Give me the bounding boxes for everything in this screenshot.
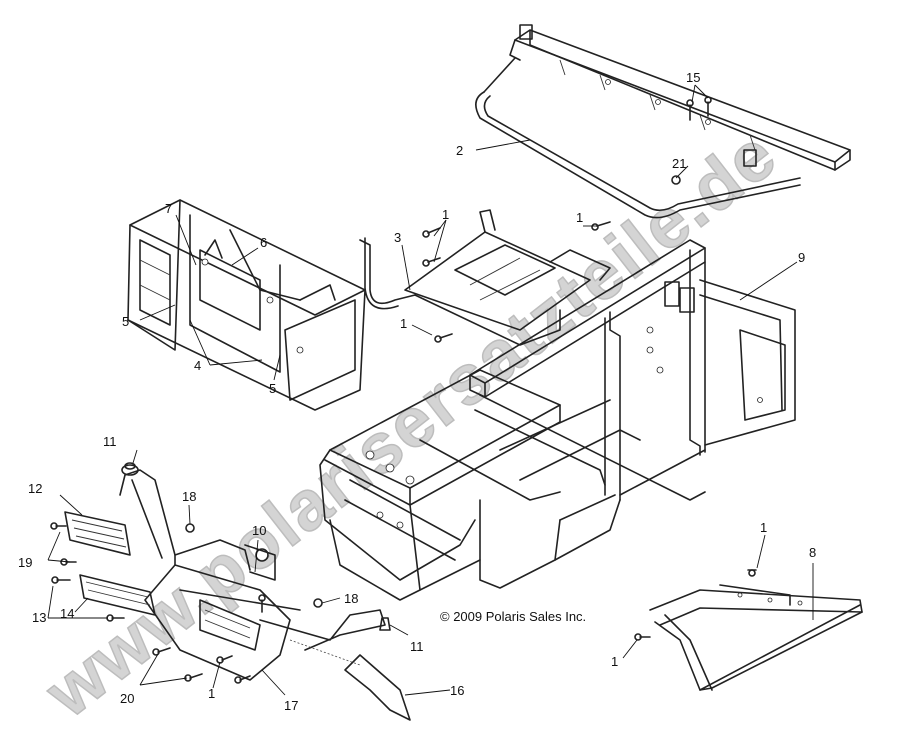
callout-3: 3 bbox=[394, 230, 401, 245]
callout-18-bottom: 18 bbox=[344, 591, 358, 606]
part-3-center-bracket[interactable] bbox=[359, 209, 611, 346]
part-9-main-frame[interactable] bbox=[319, 239, 796, 601]
callout-1-bumper: 1 bbox=[208, 686, 215, 701]
part-16-skid-plate[interactable] bbox=[289, 639, 411, 721]
callout-21: 21 bbox=[672, 156, 686, 171]
callout-11-top: 11 bbox=[103, 434, 117, 449]
fastener-bolts bbox=[50, 96, 757, 684]
callout-13: 13 bbox=[32, 610, 46, 625]
callout-7: 7 bbox=[165, 201, 172, 216]
callout-9: 9 bbox=[798, 250, 805, 265]
part-12-upper-grille[interactable] bbox=[64, 511, 131, 556]
part-11-plug-bottom[interactable] bbox=[379, 617, 391, 631]
callout-6: 6 bbox=[260, 235, 267, 250]
callout-19: 19 bbox=[18, 555, 32, 570]
callout-5-bottom: 5 bbox=[269, 381, 276, 396]
part-5-rear-bulkhead[interactable] bbox=[127, 199, 366, 411]
callout-16: 16 bbox=[450, 683, 464, 698]
callout-1-center-bottom: 1 bbox=[400, 316, 407, 331]
part-11-plug-top[interactable] bbox=[121, 462, 139, 476]
callout-18-top: 18 bbox=[182, 489, 196, 504]
callout-8: 8 bbox=[809, 545, 816, 560]
part-10-bumper-mount[interactable] bbox=[244, 544, 276, 581]
callout-5-left: 5 bbox=[122, 314, 129, 329]
callout-11-bottom: 11 bbox=[410, 639, 424, 654]
part-2-top-frame[interactable] bbox=[475, 24, 851, 219]
leader-lines bbox=[47, 84, 814, 696]
callout-20: 20 bbox=[120, 691, 134, 706]
part-8-rear-bracket[interactable] bbox=[649, 584, 863, 691]
part-18-nut-top[interactable] bbox=[185, 523, 195, 533]
callout-1-rear-top: 1 bbox=[760, 520, 767, 535]
callout-10: 10 bbox=[252, 523, 266, 538]
callout-12: 12 bbox=[28, 481, 42, 496]
callout-1-rear-left: 1 bbox=[611, 654, 618, 669]
callout-4: 4 bbox=[194, 358, 201, 373]
callout-1-center-right: 1 bbox=[576, 210, 583, 225]
callout-1-center-top: 1 bbox=[442, 207, 449, 222]
callout-labels: 2 3 1 1 1 7 6 5 4 5 9 15 21 11 18 12 19 … bbox=[18, 70, 816, 713]
part-17-front-bumper[interactable] bbox=[119, 469, 386, 681]
callout-15: 15 bbox=[686, 70, 700, 85]
copyright-notice: © 2009 Polaris Sales Inc. bbox=[440, 609, 586, 624]
callout-17: 17 bbox=[284, 698, 298, 713]
part-14-lower-grille[interactable] bbox=[79, 574, 156, 616]
callout-14: 14 bbox=[60, 606, 74, 621]
callout-2: 2 bbox=[456, 143, 463, 158]
part-18-nut-bottom[interactable] bbox=[313, 598, 323, 608]
